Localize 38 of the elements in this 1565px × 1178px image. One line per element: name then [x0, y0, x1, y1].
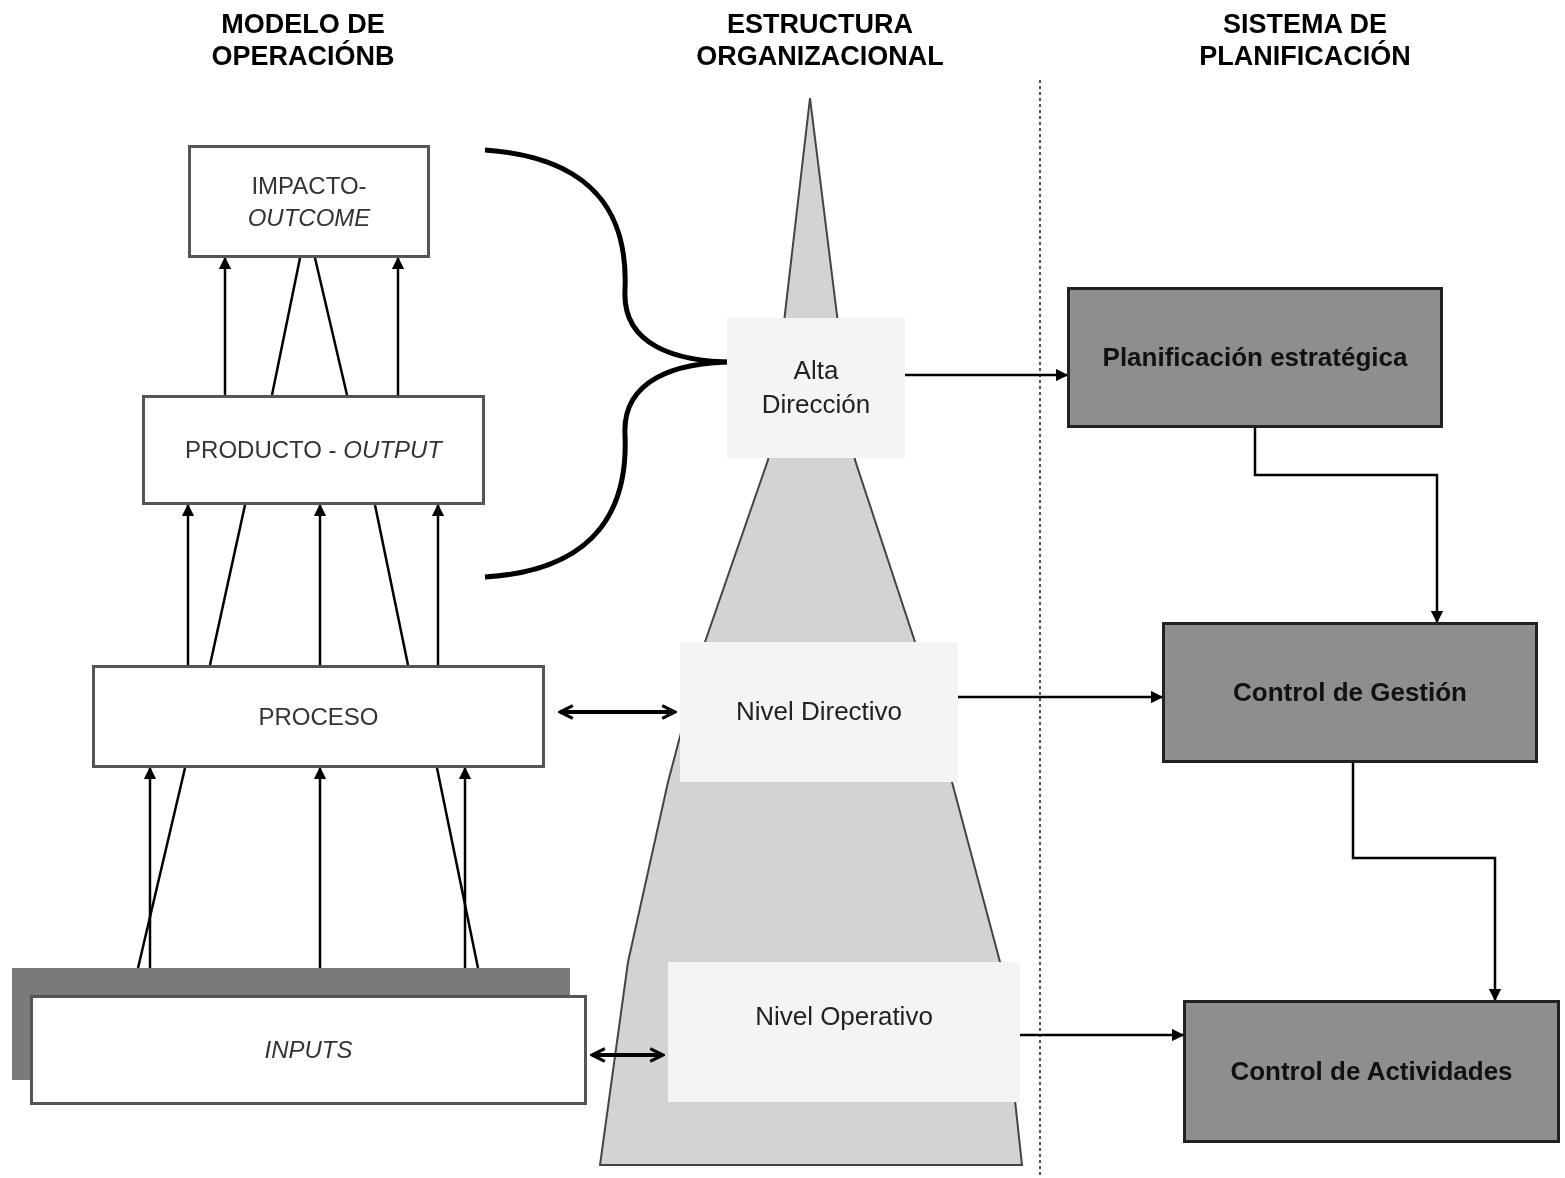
node-label: PROCESO — [258, 701, 379, 732]
arrow — [313, 766, 327, 968]
node-label: Control de Actividades — [1230, 1054, 1513, 1088]
node-label: Planificación estratégica — [1102, 340, 1408, 374]
node-label: IMPACTO- OUTCOME — [246, 171, 372, 233]
node-label: PRODUCTO - OUTPUT — [185, 435, 442, 466]
arrow — [905, 368, 1069, 382]
arrow — [590, 1047, 665, 1063]
node-label: Nivel Directivo — [735, 695, 903, 729]
process-box — [92, 665, 545, 768]
column-heading: MODELO DE OPERACIÓNB — [210, 8, 396, 72]
process-box — [1162, 622, 1538, 763]
level-band — [668, 962, 1020, 1102]
node-label: INPUTS — [264, 1035, 353, 1066]
arrow — [1351, 763, 1502, 1002]
arrow — [1253, 428, 1444, 624]
arrow — [143, 766, 157, 968]
level-band — [727, 318, 905, 458]
arrow — [181, 503, 195, 665]
arrow — [218, 256, 232, 395]
arrow — [313, 503, 327, 665]
arrow — [958, 690, 1164, 704]
node-label: Alta Dirección — [760, 354, 872, 421]
arrow — [1020, 1028, 1185, 1042]
arrow — [431, 503, 445, 665]
node-label: Control de Gestión — [1233, 675, 1467, 709]
process-box — [30, 995, 587, 1105]
arrow — [391, 256, 405, 395]
process-box — [188, 145, 430, 258]
arrow — [458, 766, 472, 968]
process-box — [142, 395, 485, 505]
column-heading: SISTEMA DE PLANIFICACIÓN — [1198, 8, 1412, 72]
process-box — [1183, 1000, 1560, 1143]
level-band — [680, 642, 958, 782]
node-label: Nivel Operativo — [755, 1000, 933, 1033]
arrow — [558, 704, 677, 720]
process-box — [1067, 287, 1443, 428]
column-heading: ESTRUCTURA ORGANIZACIONAL — [695, 8, 945, 72]
